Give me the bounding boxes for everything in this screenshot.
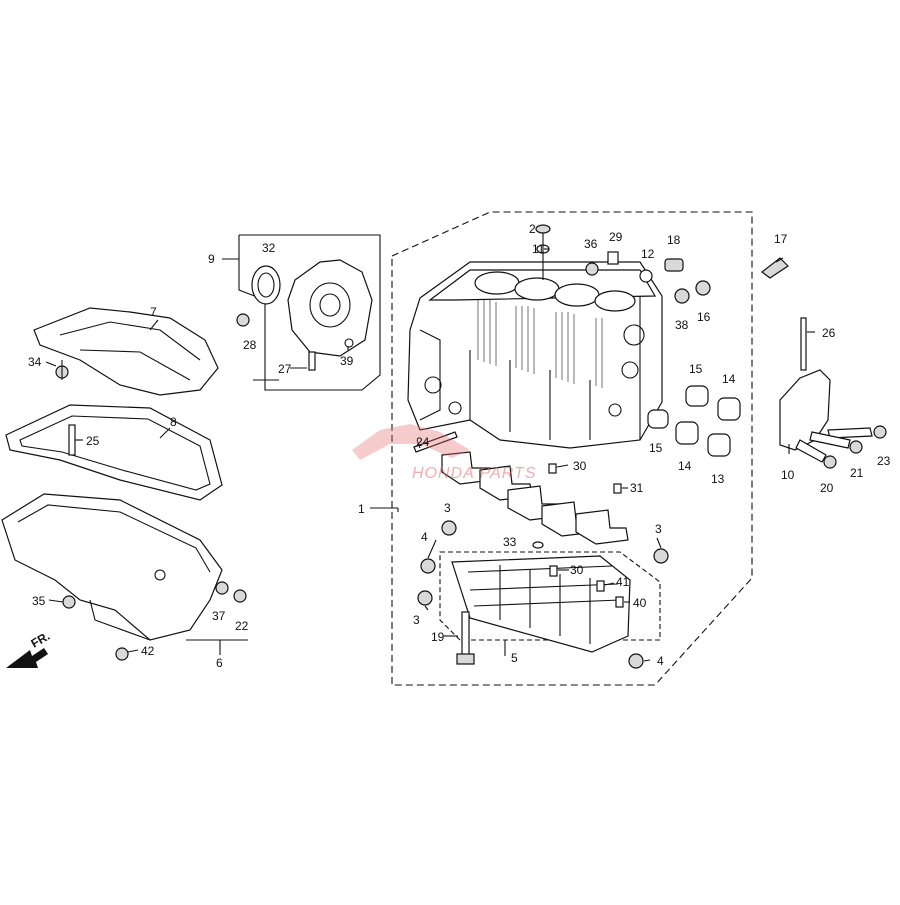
baffle-plate — [33, 307, 219, 396]
callout: 23 — [877, 454, 891, 468]
callout: 3 — [413, 613, 420, 627]
oil-pan-gasket — [5, 404, 223, 501]
bearing-caps — [441, 451, 629, 545]
block-hardware — [413, 224, 741, 669]
callout: 8 — [170, 415, 177, 429]
callout: 15 — [649, 441, 663, 455]
callout: 6 — [216, 656, 223, 670]
cylinder-block — [407, 261, 663, 449]
callout: 14 — [678, 459, 692, 473]
callout: 11 — [532, 242, 545, 256]
callout: 2 — [529, 222, 536, 236]
callout: 3 — [655, 522, 662, 536]
callout: 33 — [503, 535, 517, 549]
callout: 3 — [444, 501, 451, 515]
callout: 25 — [86, 434, 100, 448]
callout: 14 — [722, 372, 736, 386]
callout: 13 — [711, 472, 725, 486]
callout: 39 — [340, 354, 354, 368]
callout: 5 — [511, 651, 518, 665]
callout: 37 — [212, 609, 226, 623]
callout: 9 — [208, 252, 215, 266]
callout: 27 — [278, 362, 292, 376]
callout: 28 — [243, 338, 257, 352]
callout: 12 — [641, 247, 655, 261]
callout: 17 — [774, 232, 788, 246]
oil-pump-assembly — [236, 234, 381, 391]
callout: 31 — [630, 481, 644, 495]
front-direction-indicator: FR. — [6, 629, 52, 668]
direction-label: FR. — [29, 629, 53, 651]
callout: 15 — [689, 362, 703, 376]
callout: 36 — [584, 237, 598, 251]
oil-pan — [1, 493, 247, 661]
callout: 21 — [850, 466, 864, 480]
callout: 38 — [675, 318, 689, 332]
callout: 7 — [150, 305, 157, 319]
callout: 4 — [421, 530, 428, 544]
callout: 29 — [609, 230, 623, 244]
leader-lines — [45, 248, 815, 662]
callout: 19 — [431, 630, 445, 644]
callout: 1 — [358, 502, 365, 516]
callout: 4 — [657, 654, 664, 668]
direction-arrow-icon — [6, 648, 48, 668]
callout: 22 — [235, 619, 249, 633]
callout-labels: 1 2 3 3 3 4 4 5 6 7 8 9 10 11 12 13 14 1… — [28, 222, 891, 670]
callout: 18 — [667, 233, 681, 247]
callout: 42 — [141, 644, 155, 658]
callout: 32 — [262, 241, 276, 255]
callout: 40 — [633, 596, 647, 610]
callout: 10 — [781, 468, 795, 482]
mount-bracket — [761, 257, 887, 469]
callout: 41 — [616, 575, 630, 589]
callout: 24 — [416, 435, 430, 449]
callout: 16 — [697, 310, 711, 324]
watermark-text: HONDA PARTS — [412, 465, 537, 482]
lower-block — [439, 551, 661, 653]
callout: 20 — [820, 481, 834, 495]
callout: 35 — [32, 594, 46, 608]
callout: 26 — [822, 326, 836, 340]
callout: 30 — [573, 459, 587, 473]
callout: 30 — [570, 563, 584, 577]
watermark: HONDA PARTS — [352, 424, 537, 482]
callout: 34 — [28, 355, 42, 369]
